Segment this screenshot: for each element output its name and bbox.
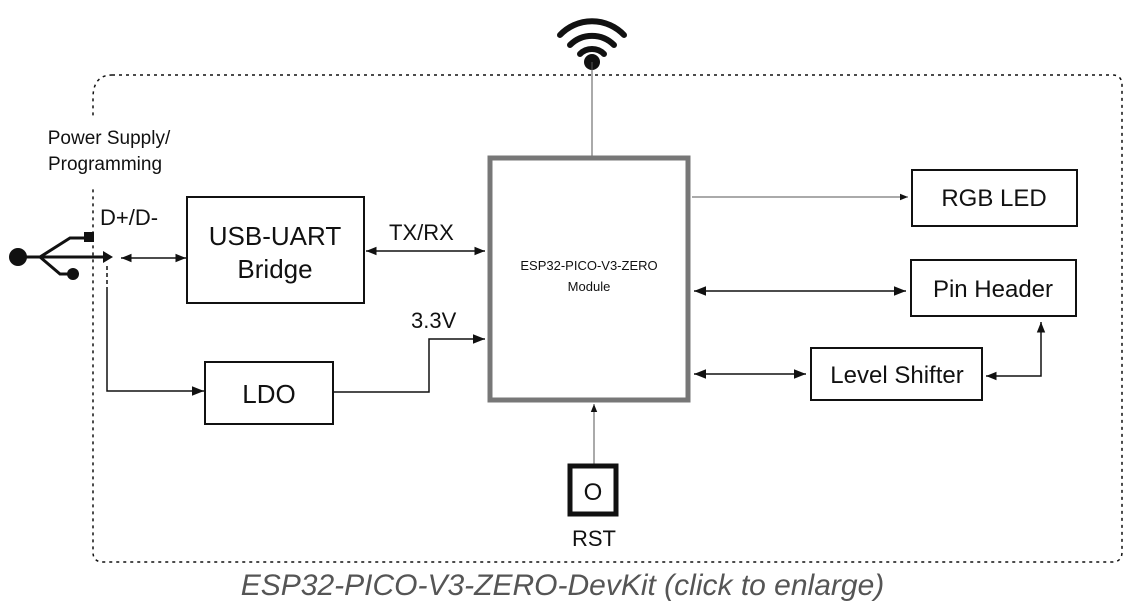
block-diagram: Power Supply/ Programming D+/D- USB-UART… xyxy=(9,18,1123,563)
voltage-label: 3.3V xyxy=(411,308,457,333)
svg-text:O: O xyxy=(584,479,603,506)
pin-header-box xyxy=(910,259,1077,317)
tx-rx-label: TX/RX xyxy=(389,220,454,245)
usb-icon xyxy=(9,232,113,280)
usb-uart-label-line2: Bridge xyxy=(237,254,312,284)
ldo-to-module xyxy=(333,334,485,393)
esp32-module-box xyxy=(487,155,691,403)
level-shifter-box xyxy=(810,347,983,401)
rgb-led-box xyxy=(911,169,1078,227)
esp32-module-label-line1: ESP32-PICO-V3-ZERO xyxy=(520,258,657,273)
pin-header-label: Pin Header xyxy=(933,276,1053,303)
power-supply-label: Power Supply/ xyxy=(48,128,171,149)
board-outline xyxy=(92,74,1123,563)
esp32-module-label-line2: Module xyxy=(568,279,611,294)
usb-uart-bridge-box xyxy=(186,196,365,304)
power-rail-to-ldo xyxy=(106,290,204,396)
ldo-box xyxy=(204,361,334,425)
diagram-caption[interactable]: ESP32-PICO-V3-ZERO-DevKit (click to enla… xyxy=(240,569,885,602)
usb-uart-label-line1: USB-UART xyxy=(209,221,342,251)
rst-label: RST xyxy=(572,526,616,551)
reset-button-icon: O xyxy=(567,463,619,517)
wifi-icon xyxy=(557,18,627,70)
level-shifter-label: Level Shifter xyxy=(830,362,963,389)
power-supply-label-bg xyxy=(22,118,197,186)
level-shifter-pin-header-connection xyxy=(986,322,1046,381)
data-lines-label: D+/D- xyxy=(100,205,158,230)
ldo-label: LDO xyxy=(242,379,295,409)
programming-label: Programming xyxy=(48,154,162,175)
rgb-led-label: RGB LED xyxy=(941,185,1046,212)
